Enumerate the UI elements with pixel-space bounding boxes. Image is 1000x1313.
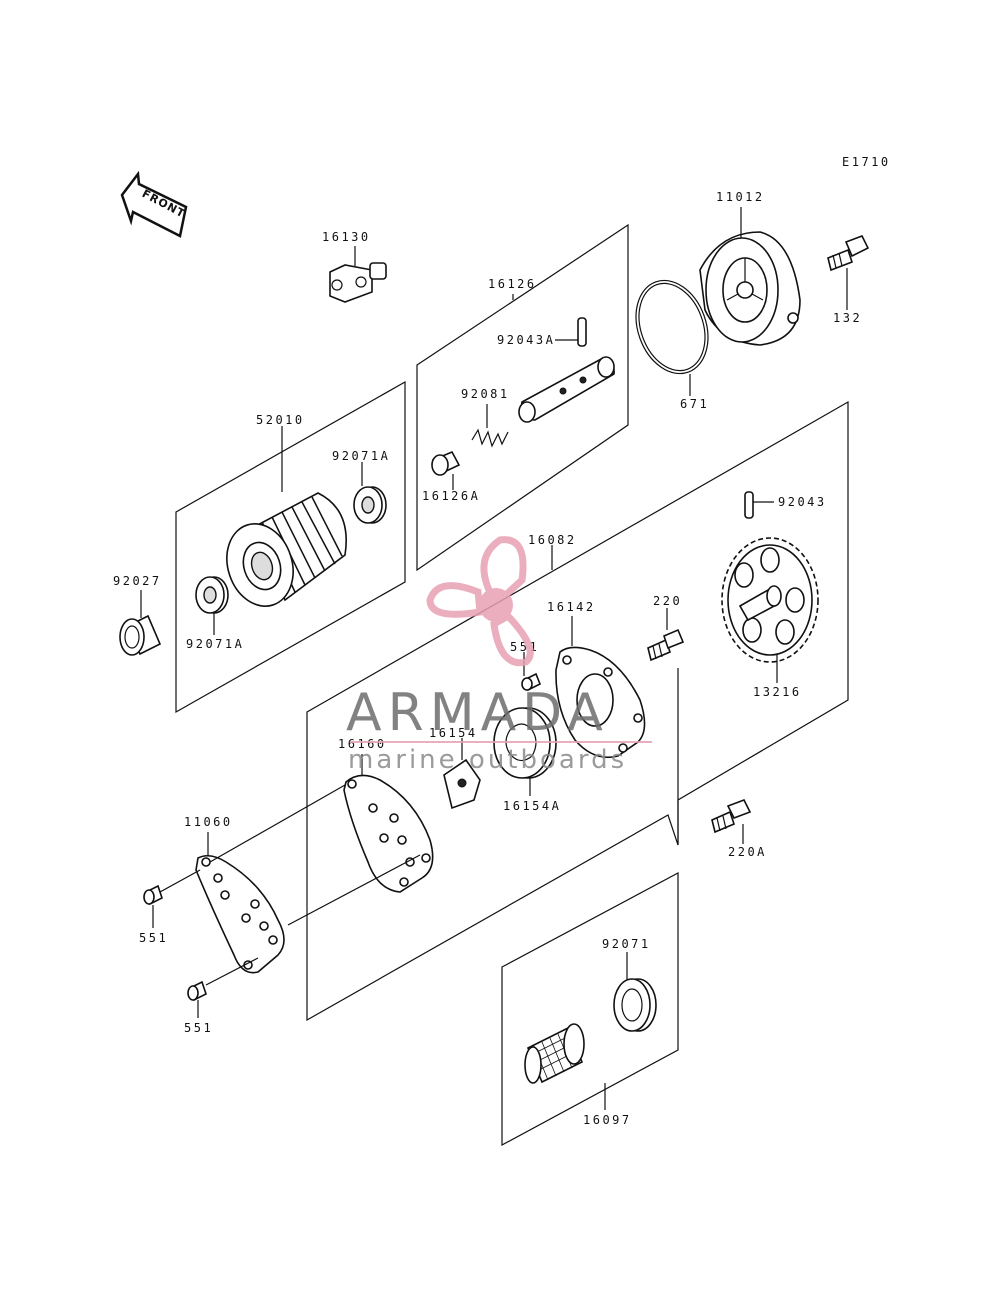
label-11012: 11012: [716, 190, 765, 204]
label-92071: 92071: [602, 937, 651, 951]
label-16126: 16126: [488, 277, 537, 291]
part-11060-gasket: [195, 854, 285, 974]
part-92071A-top-grommet: [353, 486, 387, 524]
part-92071A-bottom-grommet: [195, 576, 229, 614]
part-52010-oil-filter: [226, 492, 347, 607]
label-220A: 220A: [728, 845, 767, 859]
part-220A-bolt: [711, 798, 752, 834]
armada-watermark-logo: ARMADA marine outboards: [346, 536, 652, 775]
label-13216: 13216: [753, 685, 802, 699]
label-92027: 92027: [113, 574, 162, 588]
strainer-group-box: [501, 871, 679, 1147]
label-92071A-top: 92071A: [332, 449, 390, 463]
label-92081: 92081: [461, 387, 510, 401]
front-arrow-icon: FRONT: [120, 170, 188, 238]
part-92081-spring: [471, 428, 509, 448]
watermark-title: ARMADA: [346, 683, 609, 743]
label-11060: 11060: [184, 815, 233, 829]
label-16142: 16142: [547, 600, 596, 614]
label-551-left-top: 551: [139, 931, 168, 945]
part-92043-pin: [744, 491, 754, 519]
label-52010: 52010: [256, 413, 305, 427]
part-220-bolt: [647, 628, 685, 662]
label-16126A: 16126A: [422, 489, 480, 503]
part-551-left-top-dowel: [143, 884, 163, 906]
label-16097: 16097: [583, 1113, 632, 1127]
label-16154A: 16154A: [503, 799, 561, 813]
label-551-left-bottom: 551: [184, 1021, 213, 1035]
propeller-icon: [426, 536, 534, 667]
relief-valve-group-box: [416, 223, 629, 572]
label-220: 220: [653, 594, 682, 608]
part-11012-cover: [699, 231, 801, 346]
part-16126A-plunger: [431, 450, 461, 476]
label-16160: 16160: [338, 737, 387, 751]
label-132: 132: [833, 311, 862, 325]
part-92071-seal: [613, 978, 657, 1032]
part-671-oring: [635, 279, 709, 375]
label-92043A: 92043A: [497, 333, 555, 347]
part-16160-plate: [343, 774, 434, 893]
part-92027-collar: [119, 614, 162, 656]
part-132-bolt: [827, 234, 870, 272]
label-16130: 16130: [322, 230, 371, 244]
label-16154: 16154: [429, 726, 478, 740]
part-16097-strainer: [524, 1023, 585, 1084]
watermark-subtitle: marine outboards: [348, 745, 627, 775]
label-92043: 92043: [778, 495, 827, 509]
part-551-center-dowel: [521, 672, 542, 692]
part-16154-inner-rotor: [443, 758, 481, 810]
part-16130-fitting: [329, 262, 387, 303]
label-671: 671: [680, 397, 709, 411]
label-92071A-bottom: 92071A: [186, 637, 244, 651]
diagram-code: E1710: [842, 155, 891, 169]
part-92043A-pin: [577, 317, 587, 347]
part-13216-gear: [721, 537, 819, 663]
label-16082: 16082: [528, 533, 577, 547]
part-16142-pump-body: [555, 646, 646, 759]
part-551-left-bottom-dowel: [187, 980, 207, 1002]
filter-group-box: [175, 380, 406, 714]
part-16126-valve: [518, 356, 615, 423]
